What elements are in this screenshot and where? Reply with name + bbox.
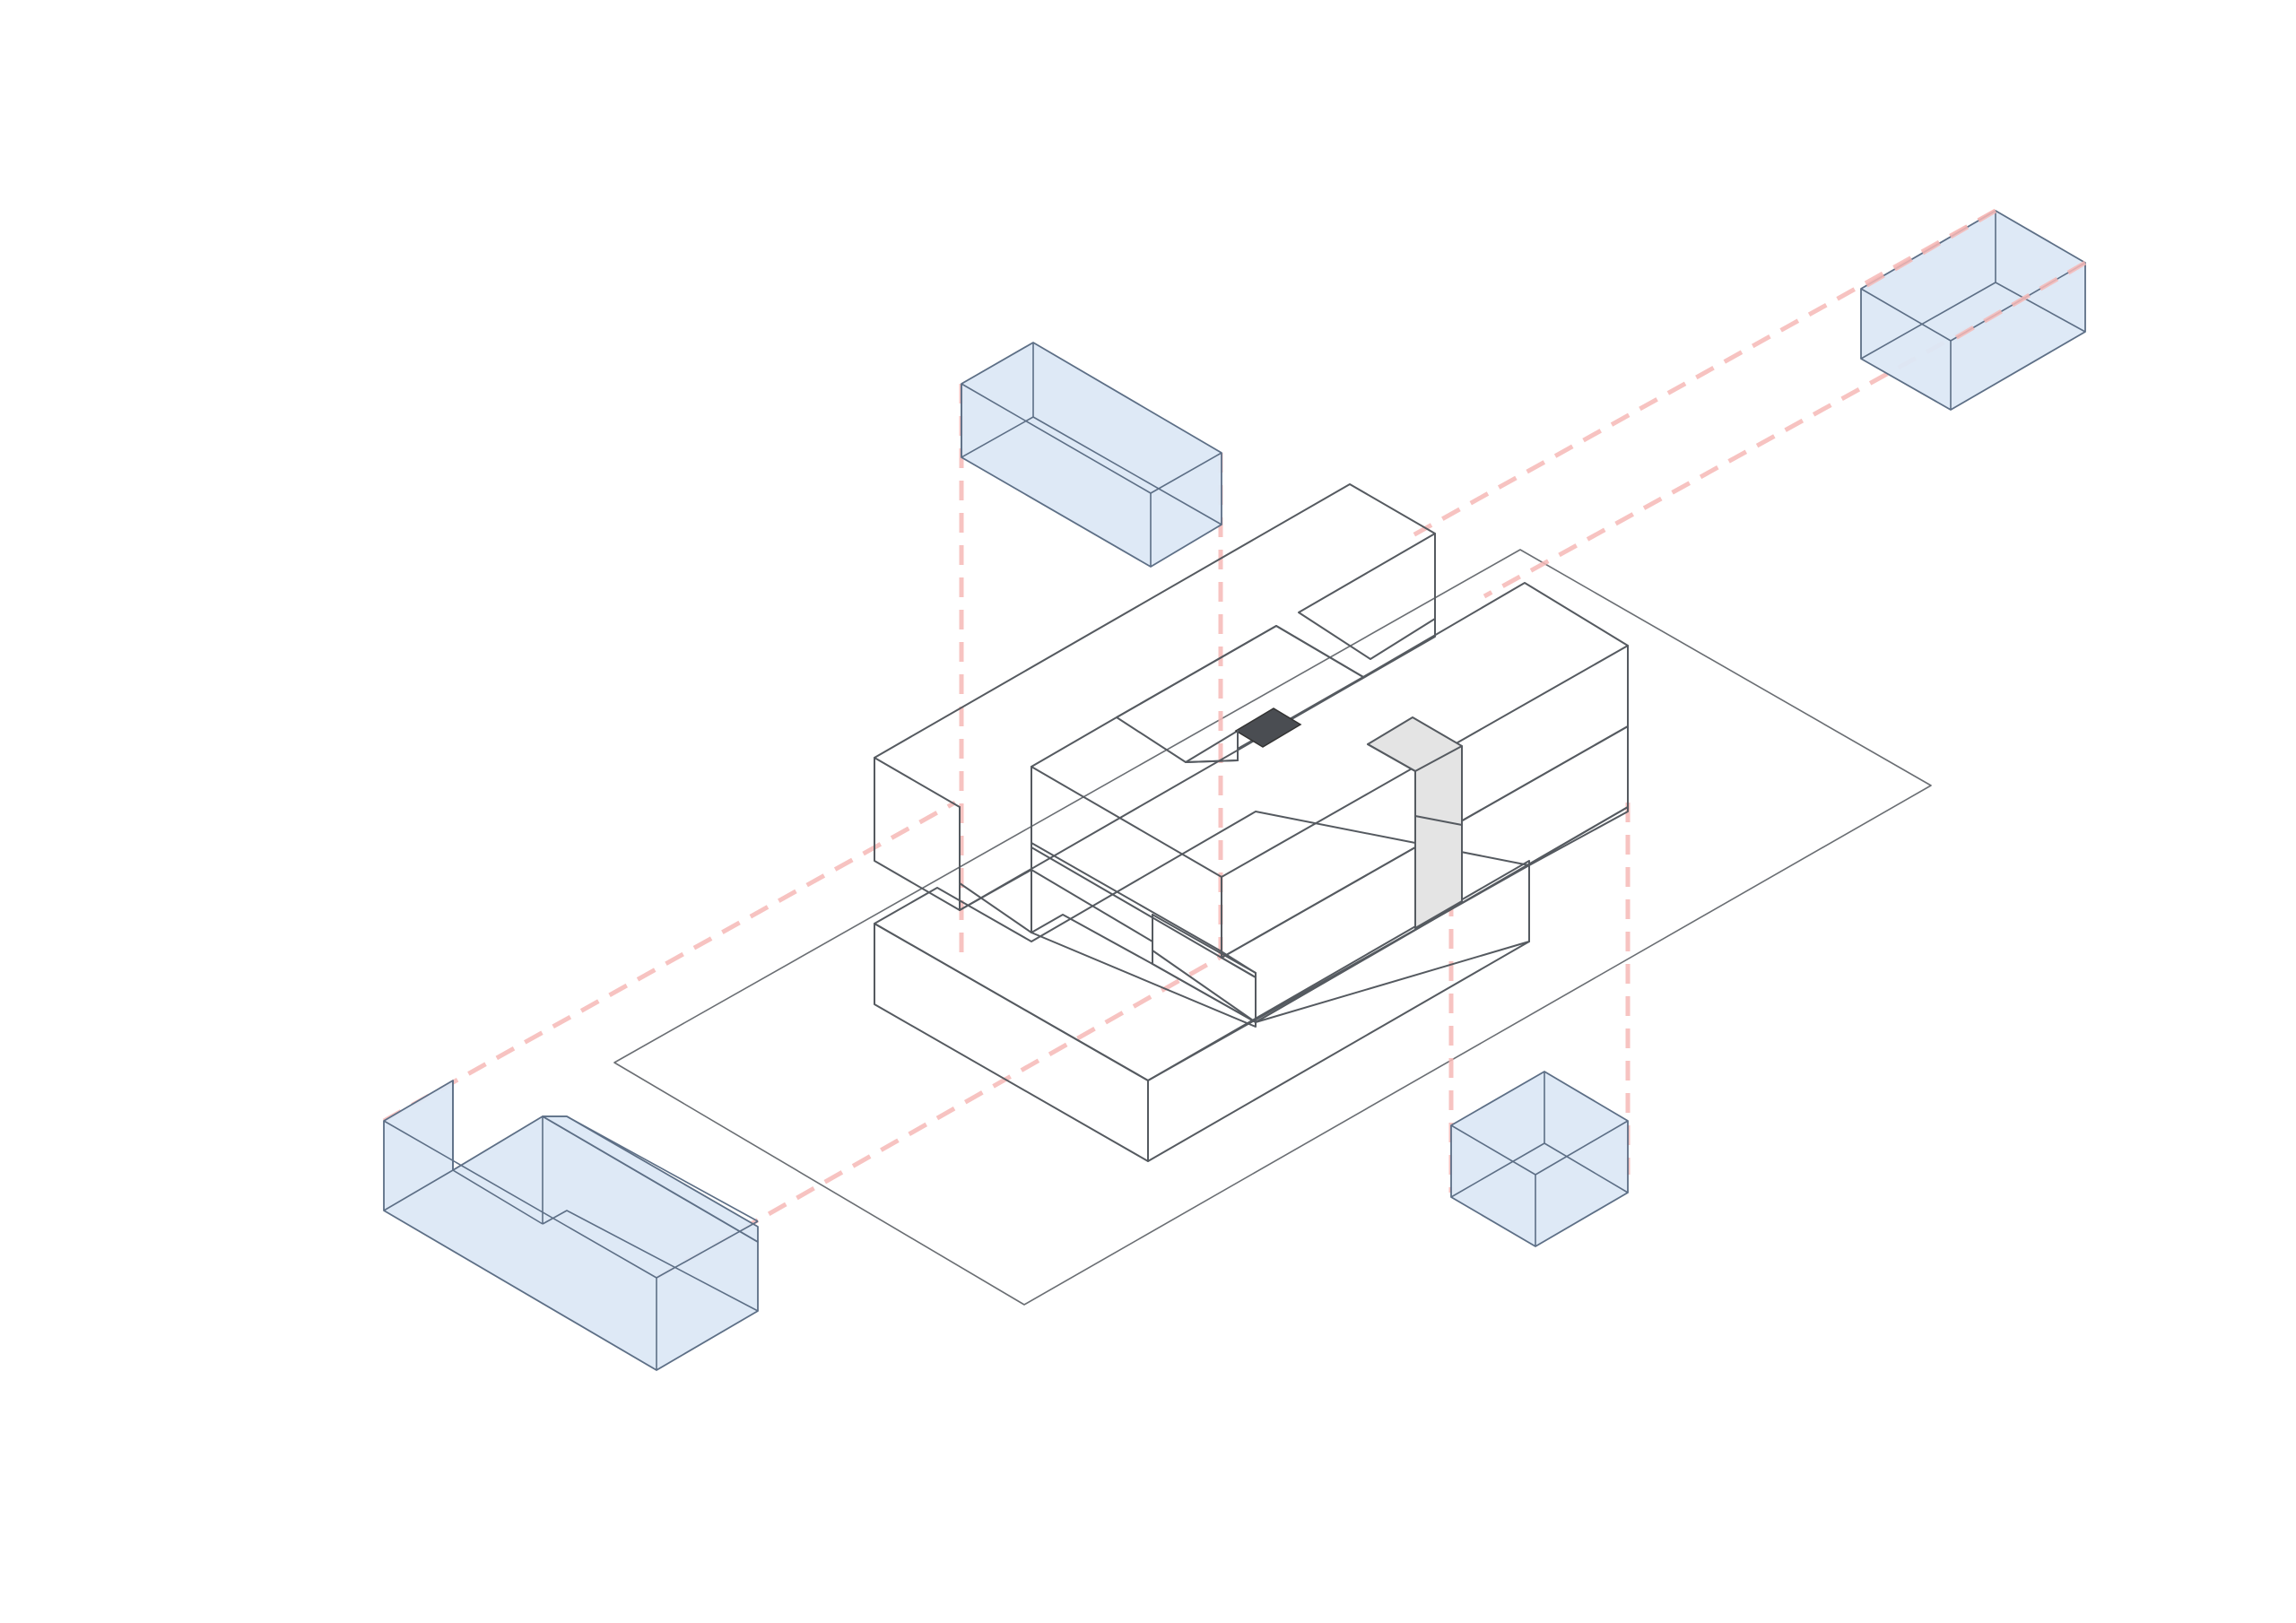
courtyard-stair [1234,707,1302,748]
projection-lines [382,208,2087,1280]
projection-lines-front [1859,208,2087,343]
module-top-left [961,342,1222,568]
module-bottom-right [1450,1071,1629,1247]
projection-line-right-1-front [1859,208,1997,291]
building-massing [874,483,1629,1162]
site-plot [613,549,1932,1306]
module-top-right [1860,210,2086,411]
projection-line-right-2-front [1949,260,2087,343]
module-bottom-left [383,1080,759,1371]
projection-line-bottom-left-1 [382,800,957,1124]
